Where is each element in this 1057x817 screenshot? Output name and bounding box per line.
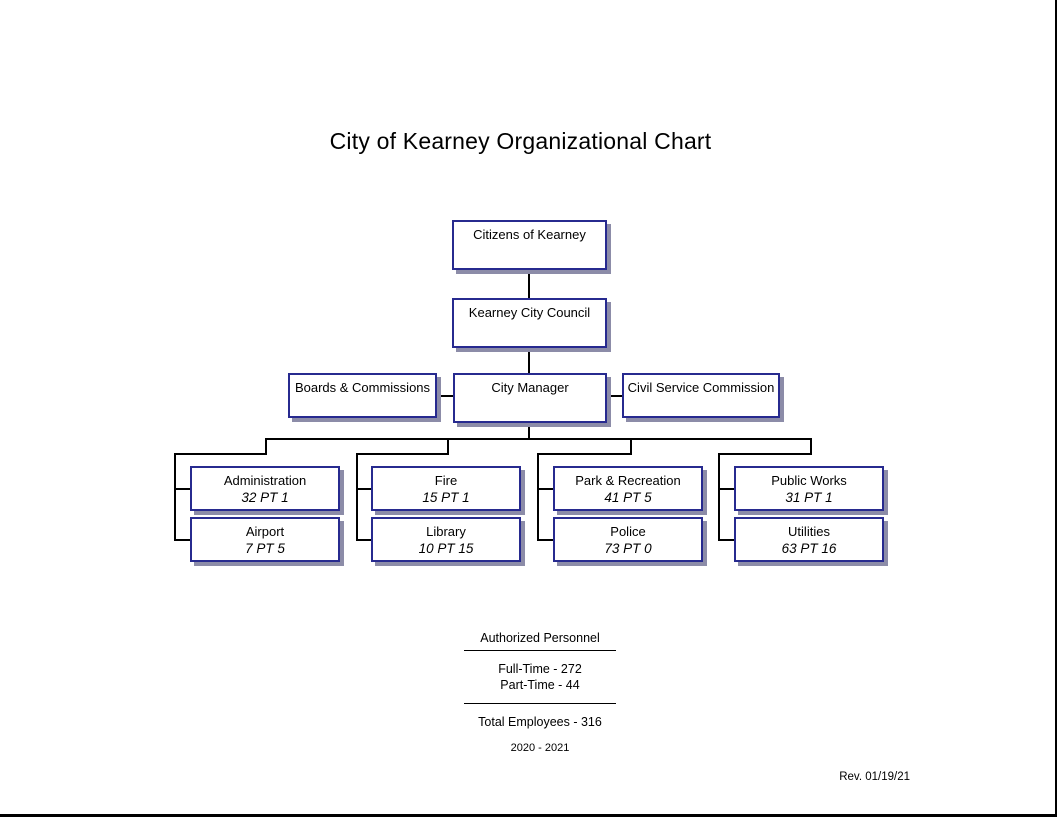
connector-column-2-stub-row-2 (356, 539, 374, 541)
connector-column-3-stub-row-2 (537, 539, 555, 541)
legend-part-time: Part-Time - 44 (500, 678, 580, 692)
legend-spacer-mid (452, 693, 628, 699)
connector-column-1-stub-row-1 (174, 488, 192, 490)
department-name: Utilities (788, 524, 830, 539)
connector-column-3-spine (537, 453, 539, 540)
connector-city-manager-to-civil-service (607, 395, 622, 397)
connector-column-4-drop (810, 438, 812, 454)
connector-column-3-jog (537, 453, 632, 455)
node-label: Boards & Commissions (294, 380, 431, 395)
department-name: Police (610, 524, 646, 539)
department-staffing: 7 PT 5 (245, 541, 285, 556)
revision-stamp: Rev. 01/19/21 (839, 771, 910, 783)
node-label: Civil Service Commission (627, 380, 775, 395)
node-department-police[interactable]: Police 73 PT 0 (553, 517, 703, 562)
connector-column-3-drop (630, 438, 632, 454)
connector-column-2-jog (356, 453, 449, 455)
department-staffing: 10 PT 15 (418, 541, 474, 556)
node-kearney-city-council[interactable]: Kearney City Council (452, 298, 607, 348)
legend-spacer-year (452, 730, 628, 741)
node-department-airport[interactable]: Airport 7 PT 5 (190, 517, 340, 562)
node-department-park-and-recreation[interactable]: Park & Recreation 41 PT 5 (553, 466, 703, 511)
node-label: Citizens of Kearney (473, 227, 586, 242)
node-citizens-of-kearney[interactable]: Citizens of Kearney (452, 220, 607, 270)
department-name: Library (426, 524, 466, 539)
department-staffing: 31 PT 1 (785, 490, 833, 505)
connector-department-bus (265, 438, 812, 440)
department-name: Park & Recreation (575, 473, 681, 488)
authorized-personnel-legend: Authorized Personnel Full-Time - 272 Par… (452, 630, 628, 755)
legend-heading: Authorized Personnel (480, 631, 600, 645)
node-city-manager[interactable]: City Manager (453, 373, 607, 423)
node-label: Kearney City Council (468, 305, 591, 320)
legend-divider-top (464, 650, 616, 651)
department-name: Public Works (771, 473, 847, 488)
node-department-public-works[interactable]: Public Works 31 PT 1 (734, 466, 884, 511)
node-label: City Manager (491, 380, 569, 395)
connector-column-4-stub-row-2 (718, 539, 736, 541)
connector-boards-to-city-manager (437, 395, 453, 397)
connector-column-2-drop (447, 438, 449, 454)
connector-council-to-city-manager (528, 348, 530, 373)
department-staffing: 15 PT 1 (422, 490, 470, 505)
page-title: City of Kearney Organizational Chart (329, 128, 712, 154)
department-staffing: 73 PT 0 (604, 541, 652, 556)
connector-column-2-spine (356, 453, 358, 540)
connector-citizens-to-council (528, 270, 530, 298)
connector-column-2-stub-row-1 (356, 488, 374, 490)
department-staffing: 32 PT 1 (241, 490, 289, 505)
connector-column-1-jog (174, 453, 267, 455)
department-staffing: 41 PT 5 (604, 490, 652, 505)
node-boards-and-commissions[interactable]: Boards & Commissions (288, 373, 437, 418)
connector-column-1-drop (265, 438, 267, 454)
connector-column-3-stub-row-1 (537, 488, 555, 490)
connector-column-4-jog (718, 453, 812, 455)
node-department-administration[interactable]: Administration 32 PT 1 (190, 466, 340, 511)
node-department-fire[interactable]: Fire 15 PT 1 (371, 466, 521, 511)
legend-divider-bottom (464, 703, 616, 704)
department-name: Administration (223, 473, 307, 488)
department-name: Airport (245, 524, 285, 539)
node-department-utilities[interactable]: Utilities 63 PT 16 (734, 517, 884, 562)
connector-column-1-spine (174, 453, 176, 540)
connector-column-4-spine (718, 453, 720, 540)
legend-fiscal-year: 2020 - 2021 (510, 742, 570, 754)
department-staffing: 63 PT 16 (781, 541, 837, 556)
node-department-library[interactable]: Library 10 PT 15 (371, 517, 521, 562)
connector-city-manager-drop (528, 423, 530, 440)
node-civil-service-commission[interactable]: Civil Service Commission (622, 373, 780, 418)
legend-full-time: Full-Time - 272 (498, 662, 582, 676)
department-name: Fire (434, 473, 458, 488)
connector-column-4-stub-row-1 (718, 488, 736, 490)
connector-column-1-stub-row-2 (174, 539, 192, 541)
legend-total-employees: Total Employees - 316 (478, 715, 602, 729)
